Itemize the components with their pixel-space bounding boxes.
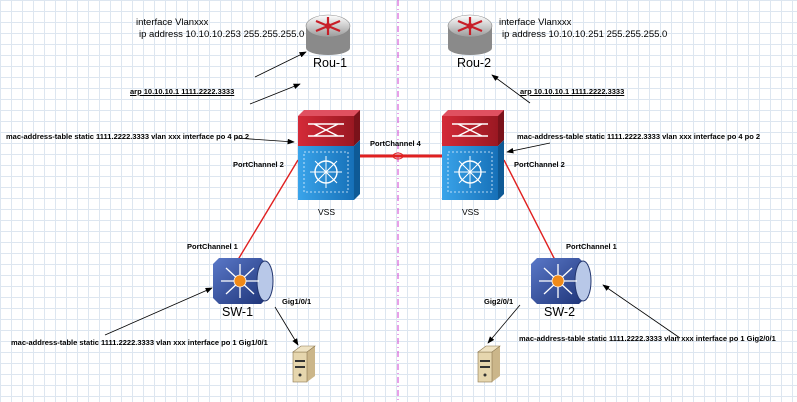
- router-icon: [305, 14, 351, 55]
- arrow-gig2: [487, 304, 521, 344]
- gig1-label: Gig1/0/1: [282, 297, 312, 306]
- vss2-name: VSS: [462, 207, 480, 217]
- rou2-arp: arp 10.10.10.1 1111.2222.3333: [520, 87, 625, 96]
- rou2-config-line2: ip address 10.10.10.251 255.255.255.0: [502, 29, 668, 40]
- vss1-mac-command: mac-address-table static 1111.2222.3333 …: [6, 132, 250, 141]
- vss2-portchannel: PortChannel 2: [514, 160, 565, 169]
- sw1-name: SW-1: [222, 305, 254, 319]
- arrow-rou1-config: [254, 51, 307, 78]
- arrow-rou1-arp: [249, 83, 301, 105]
- server-icon: [477, 345, 501, 383]
- portchannel4-label: PortChannel 4: [370, 139, 421, 148]
- arrow-vss1-mac: [235, 137, 295, 145]
- vss-switch-icon: [298, 110, 360, 200]
- rou1-config-line1: interface Vlanxxx: [136, 17, 209, 28]
- vss2-mac-command: mac-address-table static 1111.2222.3333 …: [517, 132, 761, 141]
- link-vss1-sw1: [235, 159, 299, 264]
- vss1-portchannel: PortChannel 2: [233, 160, 284, 169]
- layer3-switch-icon: [213, 258, 274, 304]
- vss1-name: VSS: [318, 207, 336, 217]
- rou1-name: Rou-1: [313, 56, 348, 70]
- arrow-sw2-mac: [602, 284, 681, 339]
- rou2-name: Rou-2: [457, 56, 492, 70]
- sw1-portchannel: PortChannel 1: [187, 242, 238, 251]
- arrow-gig1: [274, 306, 299, 346]
- sw2-portchannel: PortChannel 1: [566, 242, 617, 251]
- sw2-name: SW-2: [544, 305, 576, 319]
- sw2-mac-command: mac-address-table static 1111.2222.3333 …: [519, 334, 776, 343]
- rou2-config-line1: interface Vlanxxx: [499, 17, 572, 28]
- rou1-arp: arp 10.10.10.1 1111.2222.3333: [130, 87, 235, 96]
- router-icon: [447, 14, 493, 55]
- layer3-switch-icon: [531, 258, 592, 304]
- sw1-mac-command: mac-address-table static 1111.2222.3333 …: [11, 338, 268, 347]
- arrow-sw1-mac: [104, 287, 213, 336]
- arrow-rou2-arp: [491, 74, 531, 104]
- server-icon: [292, 345, 316, 383]
- gig2-label: Gig2/0/1: [484, 297, 514, 306]
- arrow-vss2-mac: [506, 142, 551, 154]
- link-vss2-sw2: [503, 159, 556, 261]
- rou1-config-line2: ip address 10.10.10.253 255.255.255.0: [139, 29, 305, 40]
- vss-switch-icon: [442, 110, 504, 200]
